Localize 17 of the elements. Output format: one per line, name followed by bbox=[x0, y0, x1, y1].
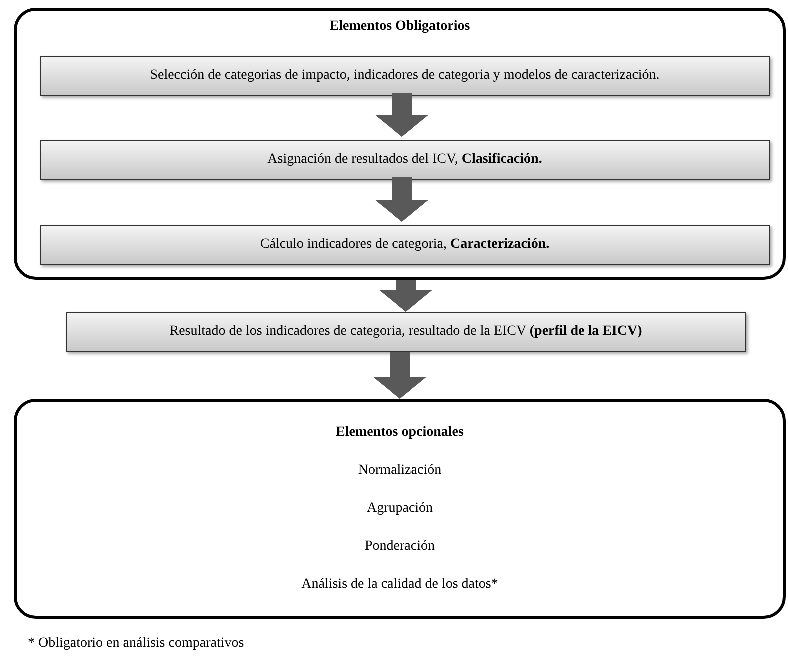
group-title: Elementos Obligatorios bbox=[330, 19, 470, 35]
arrow bbox=[375, 177, 429, 222]
process-box: Selección de categorias de impacto, indicadores de categoria y modelos de caracterización. bbox=[40, 56, 770, 96]
arrow bbox=[375, 93, 429, 137]
section-heading: Elementos opcionales bbox=[336, 425, 464, 441]
arrow bbox=[379, 280, 433, 312]
process-box: Cálculo indicadores de categoria, Caracterización. bbox=[40, 225, 770, 265]
list-item: Normalización bbox=[358, 463, 442, 479]
list-item: Ponderación bbox=[365, 539, 435, 555]
group-box bbox=[14, 8, 786, 280]
process-box: Asignación de resultados del ICV, Clasificación. bbox=[40, 140, 770, 180]
process-box: Resultado de los indicadores de categoria, resultado de la EICV (perfil de la EICV) bbox=[66, 312, 746, 352]
list-item: Análisis de la calidad de los datos* bbox=[302, 577, 498, 593]
list-item: Agrupación bbox=[366, 501, 434, 517]
rounded-box bbox=[14, 399, 786, 619]
footnote: * Obligatorio en análisis comparativos bbox=[28, 636, 244, 652]
arrow bbox=[373, 352, 427, 399]
